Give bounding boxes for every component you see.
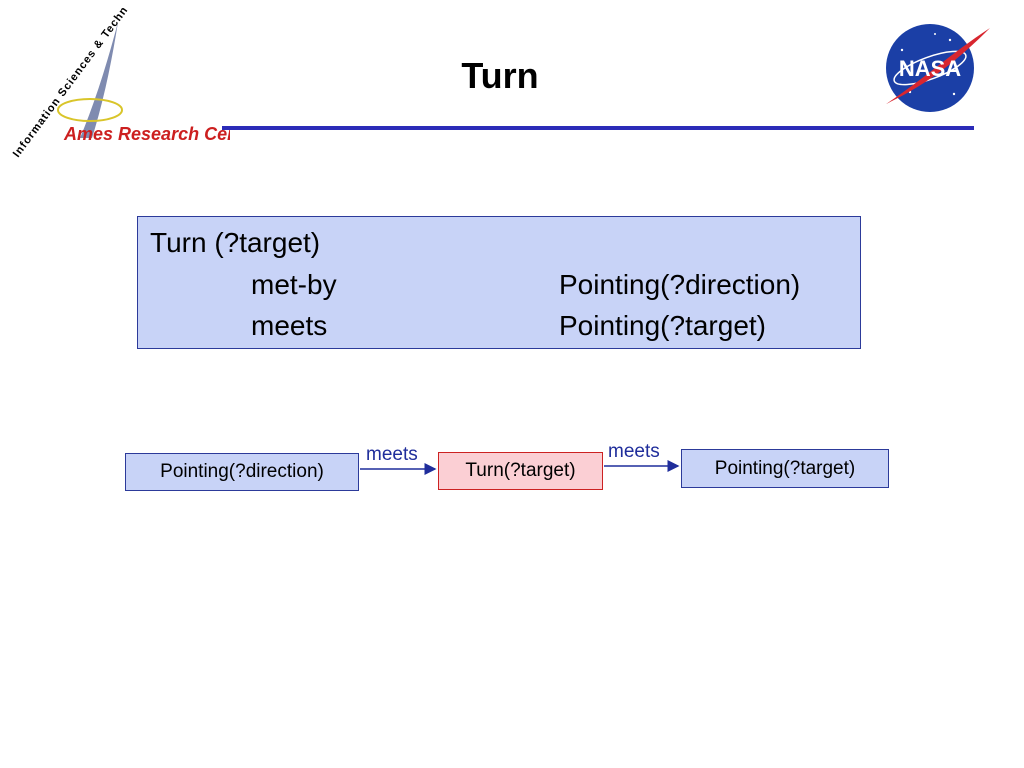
logo-orbit-icon (57, 98, 123, 122)
definition-relation-1: met-by (251, 269, 337, 300)
nasa-text: NASA (899, 56, 961, 81)
slide-title: Turn (461, 55, 539, 96)
ames-logo: Information Sciences & Technology Ames R… (0, 0, 230, 160)
definition-value-1: Pointing(?direction) (559, 269, 801, 300)
nasa-logo: NASA (886, 24, 990, 112)
node-turn-target: Turn(?target) (438, 452, 603, 490)
node-pointing-direction: Pointing(?direction) (125, 453, 359, 491)
definition-value-2: Pointing(?target) (559, 310, 767, 341)
definition-box: Turn (?target) met-by Pointing(?directio… (137, 216, 861, 349)
edge-label-1: meets (366, 444, 418, 465)
edge-label-2: meets (608, 441, 660, 462)
title-rule (222, 126, 974, 130)
nasa-vector-icon (886, 28, 990, 104)
definition-head: Turn (?target) (150, 227, 321, 258)
definition-relation-2: meets (251, 310, 328, 341)
node-pointing-target: Pointing(?target) (681, 449, 889, 488)
logo-center-text: Ames Research Center (63, 124, 230, 144)
